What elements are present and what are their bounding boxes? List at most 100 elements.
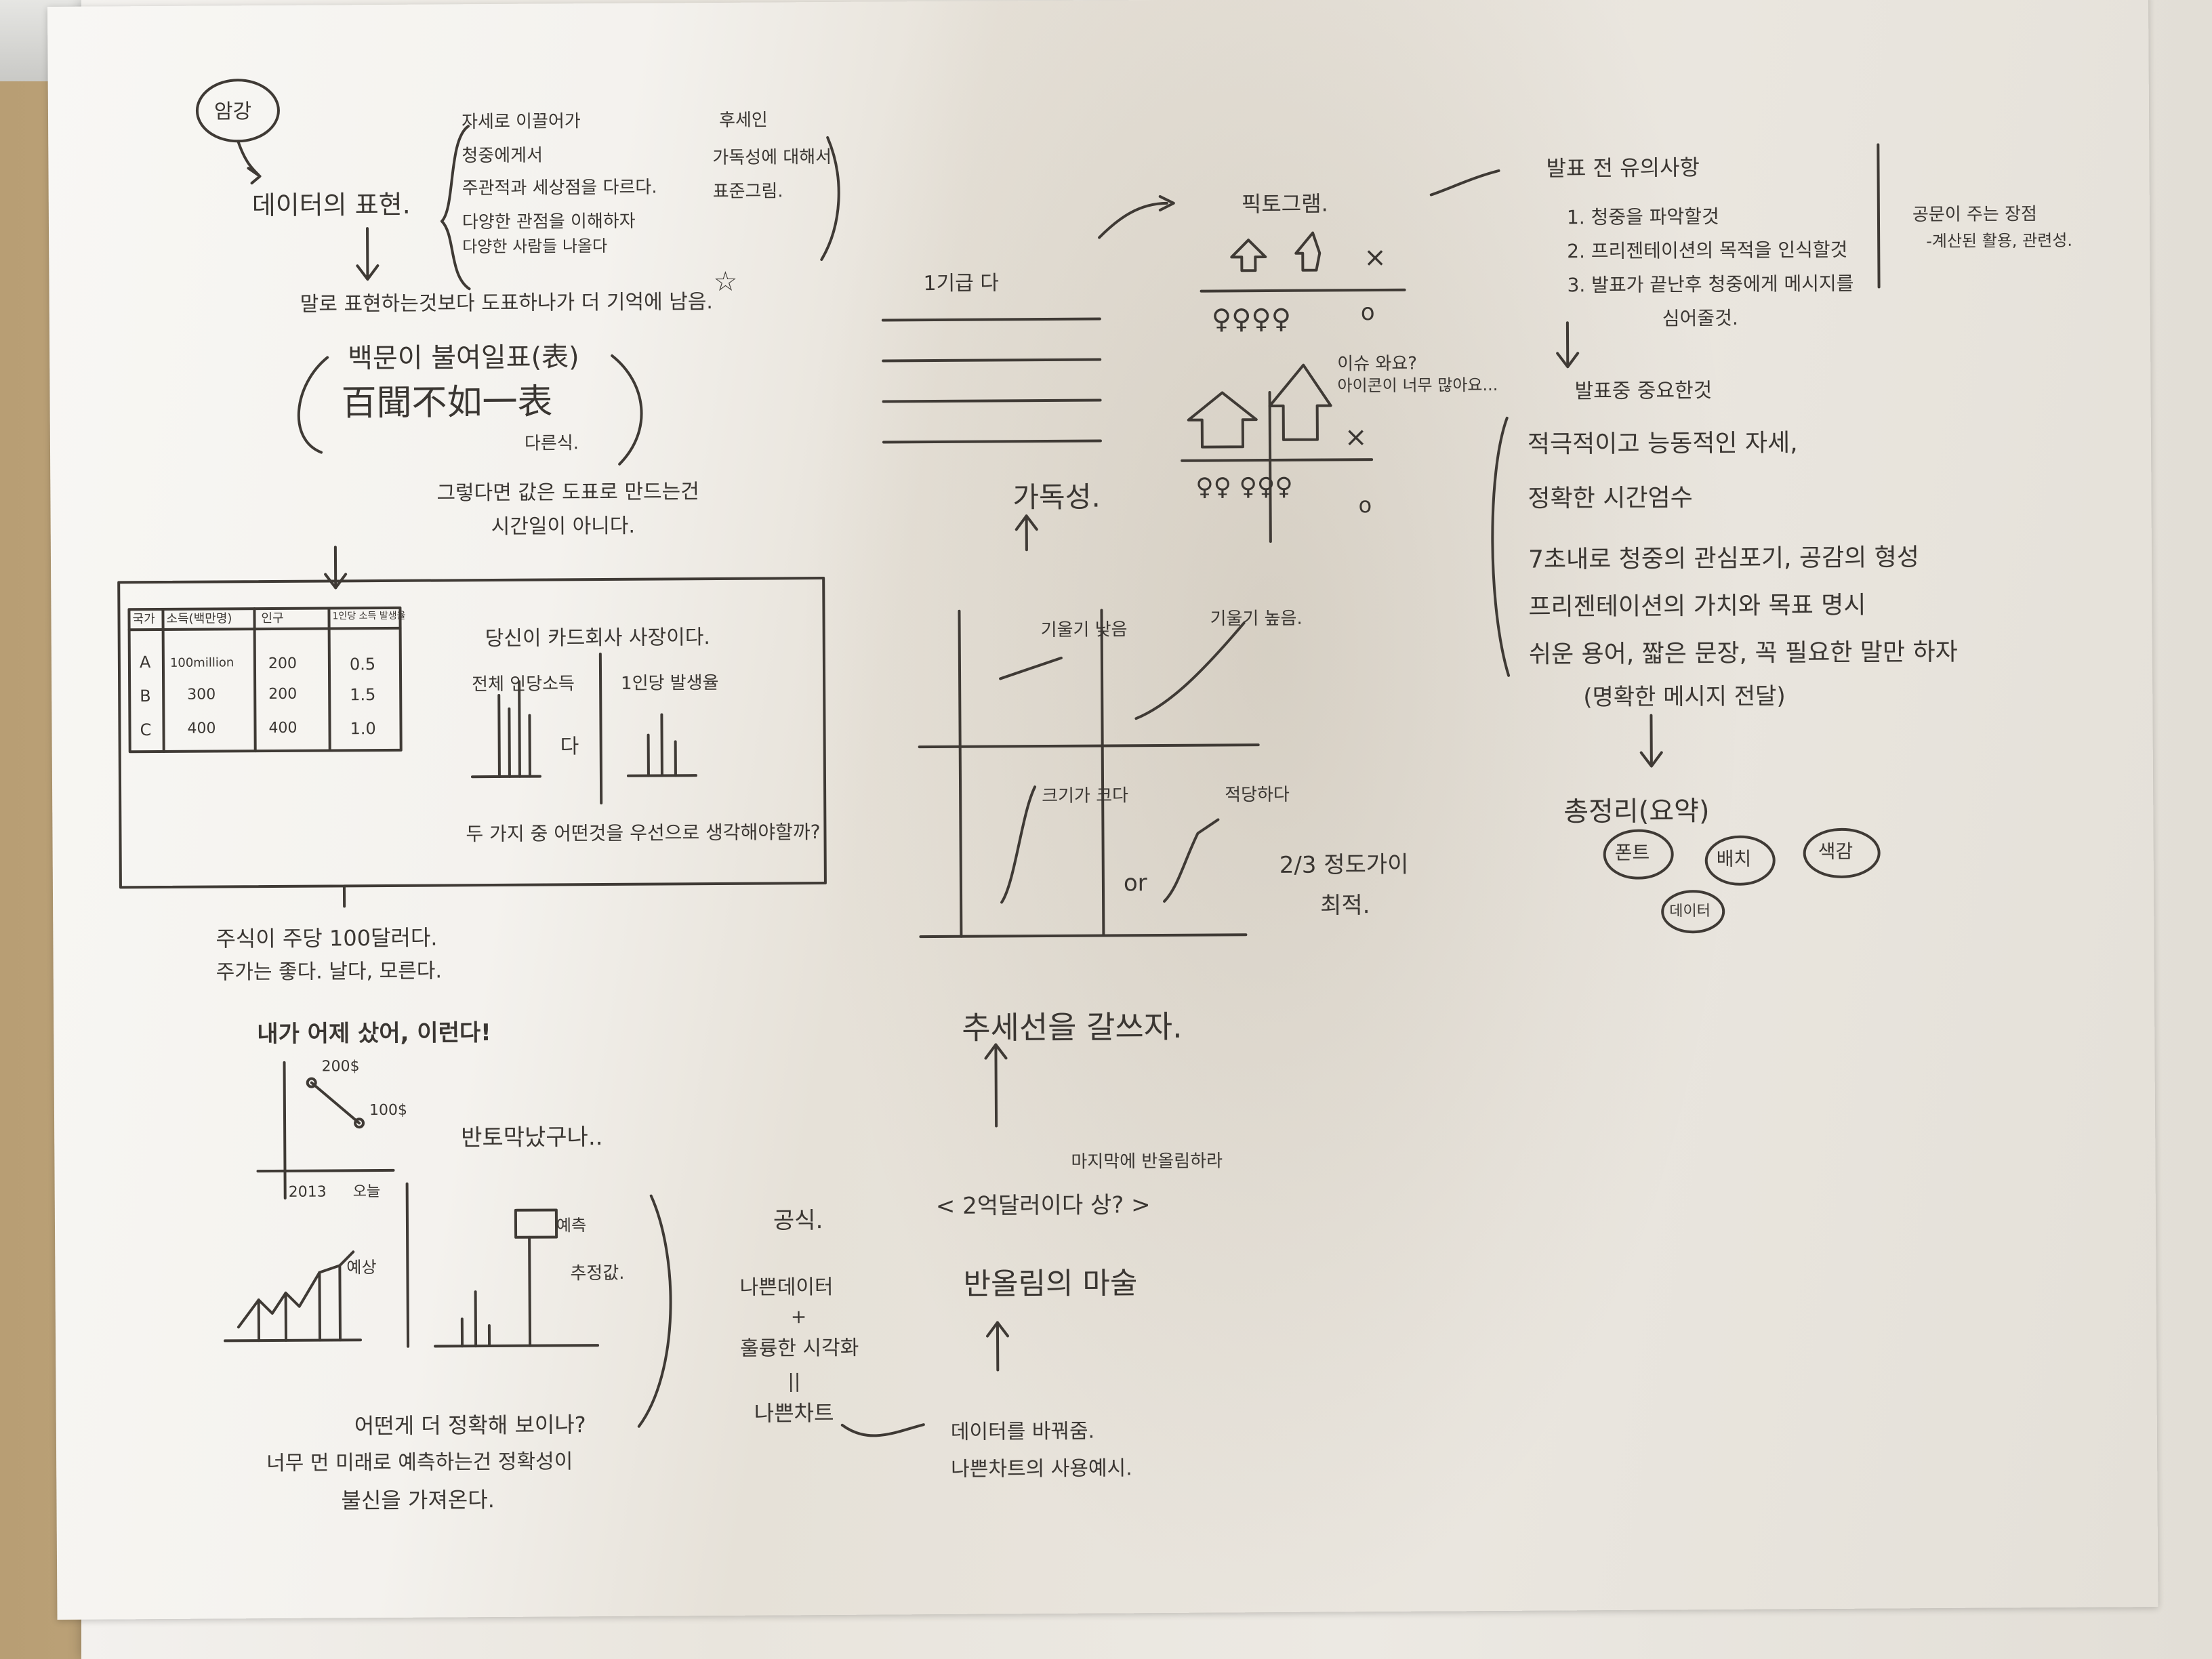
steep-curve [1000, 785, 1037, 904]
table-cell: 1.5 [350, 685, 376, 705]
presentation-title: 발표 전 유의사항 [1546, 155, 1700, 182]
table-header-income: 소득(백만명) [166, 611, 232, 626]
grid-horizontal [918, 743, 1260, 749]
presentation-item-4: 심어줄것. [1662, 306, 1738, 330]
picto-x-mark-2: × [1344, 422, 1368, 453]
col-line-4 [882, 439, 1102, 444]
formula-good-visual: 훌륭한 시각화 [740, 1336, 859, 1361]
bad-chart-note-1: 데이터를 바꿔줌. [950, 1419, 1095, 1444]
down-note: 반토막났구나.. [461, 1124, 603, 1152]
corner-divider [1877, 143, 1881, 289]
formula-bad-data: 나쁜데이터 [739, 1275, 834, 1300]
panel-low-slope: 기울기 낮음 [1040, 619, 1128, 641]
estimate-label: 예측 [556, 1216, 587, 1235]
table-cell: 400 [187, 720, 216, 737]
up-arrow-picto [1230, 239, 1267, 272]
panel-best-2: 최적. [1320, 892, 1370, 920]
stock-line-2: 주가는 좋다. 날다, 모른다. [216, 959, 443, 985]
decline-line [310, 1081, 361, 1125]
card-or: 다 [560, 735, 579, 759]
year-label-next: 오늘 [352, 1183, 381, 1201]
slogan: 말로 표현하는것보다 도표하나가 더 기억에 남음. [300, 290, 714, 316]
column-label: 1기급 다 [923, 271, 1000, 296]
predict-label: 예상 [346, 1258, 377, 1277]
data-table-frame [127, 606, 403, 754]
card-chart1-label: 전체 인당소득 [472, 674, 575, 695]
right-note-1: 후세인 [718, 110, 768, 131]
formula-bad-chart: 나쁜차트 [754, 1399, 834, 1427]
points-brace [1491, 416, 1511, 677]
table-header-population: 인구 [261, 611, 284, 626]
panel-or: or [1123, 869, 1147, 897]
price-label-200: 200$ [321, 1058, 360, 1076]
rounding-magic: 반올림의 마술 [963, 1266, 1138, 1302]
table-cell: 400 [268, 719, 298, 737]
formula-title: 공식. [773, 1207, 823, 1235]
card-chart2-label: 1인당 발생율 [621, 672, 719, 694]
right-note-3: 표준그림. [712, 181, 783, 203]
paren-right [611, 354, 643, 466]
picto-o-mark: o [1360, 299, 1375, 327]
bracket-note-4: 다양한 관점을 이해하자 [462, 211, 636, 233]
panel-large: 크기가 크다 [1042, 785, 1129, 807]
picto-baseline-2 [1181, 458, 1374, 462]
but-line-2: 시간일이 아니다. [491, 514, 636, 539]
left-brace [440, 125, 471, 291]
panel-moderate: 적당하다 [1225, 784, 1290, 806]
price-label-100: 100$ [369, 1101, 408, 1120]
down-arrow-icon [356, 227, 380, 281]
trendline-heading: 추세선을 갈쓰자. [962, 1008, 1183, 1046]
bubble-font-label: 폰트 [1614, 841, 1650, 864]
card-question: 두 가지 중 어떤것을 우선으로 생각해야할까? [466, 821, 821, 846]
moderate-curve [1163, 818, 1220, 903]
right-paren [637, 1194, 672, 1428]
high-slope-line [1134, 621, 1246, 720]
bubble-data [1661, 890, 1725, 934]
curved-arrow [1098, 201, 1168, 239]
question-line-3: 불신을 가져온다. [341, 1487, 495, 1514]
paren-left [297, 356, 329, 454]
table-cell: C [140, 720, 152, 740]
card-divider [598, 653, 603, 805]
table-cell: 1.0 [350, 719, 376, 739]
presentation-item-1: 1. 청중을 파악할것 [1566, 205, 1719, 229]
amgang-label: 암강 [213, 100, 252, 124]
right-note-2: 가독성에 대해서 [712, 146, 832, 169]
table-cell: 200 [268, 655, 298, 673]
question-line-2: 너무 먼 미래로 예측하는건 정확성이 [266, 1450, 573, 1476]
formula-plus: + [790, 1305, 807, 1328]
picto-divider [1268, 390, 1272, 543]
table-cell: 200 [268, 685, 298, 703]
picto-o-mark-2: o [1358, 492, 1372, 518]
estimate-box [514, 1208, 558, 1239]
line-chart-x-axis [256, 1168, 395, 1173]
picto-baseline [1200, 288, 1406, 293]
bracket-note-1: 자세로 이끌어가 [461, 111, 581, 133]
picto-x-mark: × [1364, 241, 1387, 274]
bubble-font [1603, 829, 1674, 880]
during-heading: 발표중 중요한것 [1574, 379, 1713, 404]
bubble-color-label: 색감 [1818, 840, 1853, 863]
readability-label: 가독성. [1012, 480, 1101, 514]
point-5: 쉬운 용어, 짧은 문장, 꼭 필요한 말만 하자 [1528, 638, 1958, 669]
col-line-3 [882, 398, 1102, 403]
forecast-line [237, 1250, 355, 1329]
picto-note-1: 이슈 와요? [1337, 353, 1418, 375]
proverb-note: 다른식. [524, 433, 579, 454]
table-cell: 0.5 [349, 655, 376, 674]
question-line-1: 어떤게 더 정확해 보이나? [354, 1412, 586, 1439]
point-3: 7초내로 청중의 관심포기, 공감의 형성 [1528, 544, 1920, 574]
forecast-divider [405, 1182, 410, 1348]
table-cell: 100million [169, 655, 234, 670]
table-header-country: 국가 [132, 612, 155, 627]
bubble-data-label: 데이터 [1669, 903, 1711, 920]
point-1: 적극적이고 능동적인 자세, [1527, 429, 1798, 459]
grid-vertical [1100, 609, 1105, 937]
table-cell: B [140, 687, 151, 706]
summary-heading: 총정리(요약) [1563, 796, 1710, 828]
table-cell: A [139, 653, 151, 672]
but-line-1: 그렇다면 값은 도표로 만드는건 [436, 480, 699, 506]
formula-equals: || [787, 1370, 801, 1393]
pictogram-label: 픽토그램. [1241, 190, 1328, 218]
right-bracket [820, 136, 840, 262]
